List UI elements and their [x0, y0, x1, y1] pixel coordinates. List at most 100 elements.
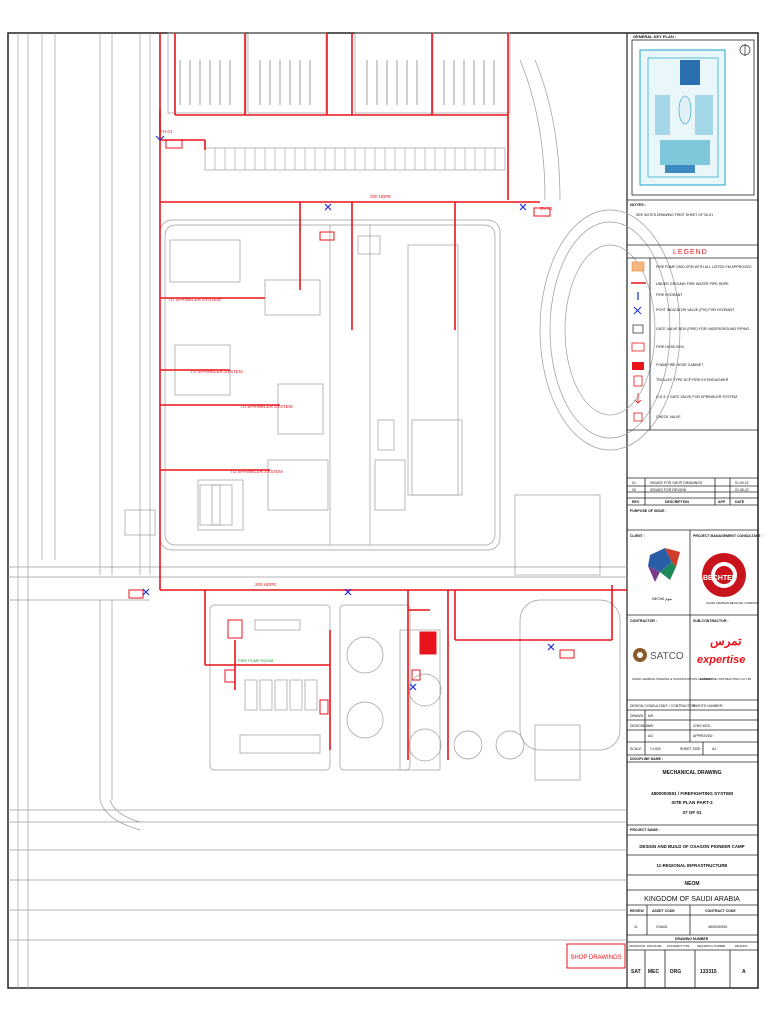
subcon-name: expertise	[697, 654, 745, 666]
key-plan-map	[639, 44, 751, 186]
dn-value-1: MEC	[648, 969, 660, 975]
pump-room-label: FIRE PUMP ROOM	[238, 658, 273, 663]
dn-value-3: 133315	[700, 969, 717, 975]
legend-item-line: UNDER GROUND FIRE WATER PIPE HDPE	[656, 282, 729, 286]
notes-text: SEE NOTES DRAWING FIRST SHEET OF 00-01	[636, 213, 713, 217]
subcon-label: SUB-CONTRACTOR :	[693, 619, 729, 623]
discipline-label: DISCIPLINE NAME :	[630, 757, 663, 761]
project-line-1: DESIGN AND BUILD OF OXAGON PIONEER CAMP	[639, 844, 744, 849]
subcon-sub: EXPERTISE CONTRACTING CO.LTD	[700, 677, 752, 681]
legend-item-gate: GATE VALVE BOX (FIRE) FOR UNDERGROUND PI…	[656, 327, 749, 331]
rev-header-date: DATE	[735, 500, 745, 504]
review-label: REVIEW	[630, 909, 645, 913]
pmc-sub: SAUDI ARABIAN BECHTEL COMPANY	[706, 601, 759, 605]
rev-row-1-date: 01.09.22	[735, 481, 749, 485]
shop-drawings-stamp	[566, 943, 626, 969]
dn-value-4: A	[742, 969, 746, 975]
client-name: NEOM ﻧﻴﻮﻡ	[652, 596, 672, 601]
notes-label: NOTES :	[630, 202, 646, 207]
checked-label: CHECKED :	[693, 724, 712, 728]
fire-water-main	[159, 33, 627, 760]
purpose-label: PURPOSE OF ISSUE :	[630, 509, 667, 513]
dn-header-0: ORIGINATOR	[629, 944, 645, 948]
shop-drawings-stamp-text: SHOP DRAWINGS	[570, 955, 621, 961]
rev-row-2-desc: ISSUED FOR REVIEW	[650, 488, 687, 492]
legend-item-piv: POST INDICATOR VALVE (PIV) FOR HYDRANT	[656, 308, 735, 312]
project-label: PROJECT NAME :	[630, 828, 660, 832]
drawn-value: MH	[648, 714, 654, 718]
contract-value: 4800000591	[708, 925, 728, 929]
legend-item-hydrant: FIRE HYDRANT	[656, 293, 683, 297]
right-number-label: RIGHTS NUMBER :	[693, 704, 724, 708]
main-line-label-top: 200 HDPE	[370, 194, 391, 199]
rev-header-rev: REV	[632, 500, 640, 504]
rev-row-1-rev: 01	[632, 481, 636, 485]
contractor-label: CONTRACTOR :	[630, 619, 657, 623]
legend-list: FIRE PUMP 2500 GPM WITH ALL LISTED FM AP…	[656, 265, 752, 419]
design-consultant-label: DESIGN CONSULTANT / CONTRACTOR :	[630, 704, 697, 708]
dn-value-2: DRG	[670, 969, 681, 975]
legend-item-osy: O.S & Y GATE VALVE FOR SPRINKLER SYSTEM	[656, 395, 737, 399]
asset-value: OXA06	[656, 925, 667, 929]
rev-header-app: APP	[718, 500, 726, 504]
valves	[142, 135, 555, 691]
drawing-title-3: 37 OF 01	[682, 810, 702, 815]
contract-code-label: CONTRACT CODE	[705, 909, 736, 913]
drawn-label: DRAWN :	[630, 714, 645, 718]
approved-label: APPROVED :	[693, 734, 714, 738]
pmc-label: PROJECT MANAGEMENT CONSULTANT :	[693, 534, 763, 538]
sheet-size-value: A1	[712, 747, 716, 751]
rev-header-desc: DESCRIPTION	[665, 500, 689, 504]
hydrant-tag: FH-01	[160, 129, 173, 134]
dn-header-1: DISCIPLINE	[647, 944, 662, 948]
legend-item-check: CHECK VALVE	[656, 415, 681, 419]
bechtel-logo	[702, 553, 746, 597]
drawing-number-label: DRAWING NUMBER	[675, 937, 709, 941]
drawing-title-1: 4800000591 / FIREFIGHTING SYSTEM	[651, 791, 733, 796]
scale-value: 1:1000	[650, 747, 661, 751]
discipline-value: MECHANICAL DRAWING	[662, 770, 721, 776]
sprinkler-label-2: TO SPRINKLER SYSTEM	[190, 369, 243, 374]
title-block	[627, 39, 758, 988]
legend-item-foam: FOAM FIRE HOSE CABINET	[656, 363, 704, 367]
project-line-3: NEOM	[685, 881, 700, 887]
sprinkler-label-1: TO SPRINKLER SYSTEM	[168, 297, 221, 302]
legend-symbols	[631, 261, 646, 422]
key-plan-label: GENERAL KEY PLAN :	[633, 34, 676, 39]
dn-value-0: SAT	[631, 969, 641, 975]
asset-code-label: ASSET CODE	[652, 909, 675, 913]
scale-label: SCALE :	[630, 747, 643, 751]
sheet-size-label: SHEET SIZE :	[680, 747, 702, 751]
project-line-2: 11-REGIONAL INFRASTRUCTURE	[657, 863, 728, 868]
plan-area	[8, 32, 681, 990]
project-line-4: KINGDOM OF SAUDI ARABIA	[644, 896, 740, 903]
dn-header-4: REVISION	[735, 944, 748, 948]
designed-label: DESIGNED :	[630, 724, 650, 728]
main-line-label-bottom: 200 HDPE	[255, 582, 276, 587]
legend-title: LEGEND	[673, 249, 708, 256]
client-label: CLIENT :	[630, 534, 645, 538]
contractor-name: SATCO	[650, 651, 684, 662]
subcon-arabic: ﺗﻤﺮﺱ	[710, 634, 742, 649]
sprinkler-label-4: TO SPRINKLER SYSTEM	[230, 469, 283, 474]
legend-item-trolley: TROLLEY TYPE DCP FIRE EXTINGUISHER	[656, 378, 729, 382]
rev-row-1-desc: ISSUED FOR SHOP DRAWINGS	[650, 481, 703, 485]
legend-item-pump: FIRE PUMP 2500 GPM WITH ALL LISTED FM AP…	[656, 265, 752, 269]
neom-logo	[648, 548, 680, 582]
review-value: 11	[634, 925, 638, 929]
dn-header-2: DOCUMENT TYPE	[667, 944, 690, 948]
rev-row-2-date: 01.08.22	[735, 488, 749, 492]
fire-symbols	[128, 139, 575, 715]
rev-row-2-rev: 00	[632, 488, 636, 492]
drawing-title-2: SITE PLAN PART-2	[671, 800, 713, 805]
legend-item-hosebox: FIRE HOSE BOX	[656, 345, 685, 349]
satco-logo	[633, 648, 647, 662]
pmc-name: BECHTEL	[703, 575, 737, 582]
designed-value: MH	[648, 724, 654, 728]
gate-tag: GV-01	[540, 206, 553, 211]
dn-header-3: SEQUENTIAL NUMBER	[697, 944, 725, 948]
contractor-sub: SAUDI ARABIAN TRADING & CONSTRUCTION COM…	[632, 677, 713, 681]
sprinkler-label-3: TO SPRINKLER SYSTEM	[240, 404, 293, 409]
